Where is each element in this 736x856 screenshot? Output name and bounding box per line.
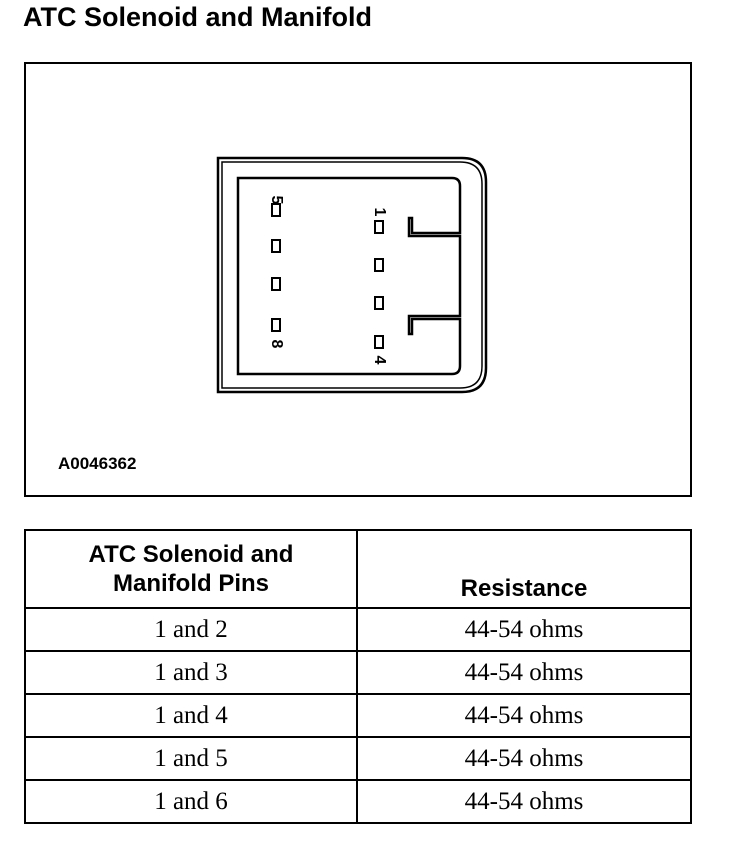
pin-label-1: 1 [371, 208, 388, 217]
cell-resistance: 44-54 ohms [356, 736, 692, 781]
cell-resistance: 44-54 ohms [356, 650, 692, 695]
pin-label-8: 8 [268, 340, 285, 349]
cell-pins: 1 and 6 [24, 779, 358, 824]
cell-resistance: 44-54 ohms [356, 607, 692, 652]
column-header-pins-text: ATC Solenoid and Manifold Pins [88, 541, 294, 597]
pin-row-left [271, 203, 281, 332]
column-header-pins: ATC Solenoid and Manifold Pins [24, 529, 358, 609]
table-row: 1 and 2 44-54 ohms [24, 607, 692, 652]
figure-id: A0046362 [58, 454, 137, 473]
pin-4 [374, 335, 384, 349]
connector-cavity-outline [236, 176, 462, 376]
cell-pins: 1 and 3 [24, 650, 358, 695]
pin-1 [374, 220, 384, 234]
connector-outer-inner-outline [221, 161, 483, 389]
pin-3 [374, 296, 384, 310]
cell-pins: 1 and 2 [24, 607, 358, 652]
pin-label-5: 5 [268, 196, 285, 205]
cell-pins: 1 and 4 [24, 693, 358, 738]
column-header-resistance-text: Resistance [460, 575, 588, 602]
pin-7 [271, 277, 281, 291]
cell-pins: 1 and 5 [24, 736, 358, 781]
column-header-resistance: Resistance [356, 529, 692, 609]
page-title: ATC Solenoid and Manifold [23, 2, 372, 32]
connector-outer-outline [216, 156, 488, 394]
table-row: 1 and 6 44-54 ohms [24, 779, 692, 824]
pin-8 [271, 318, 281, 332]
cell-resistance: 44-54 ohms [356, 779, 692, 824]
connector-figure: 5 8 1 4 A0046362 [24, 62, 692, 497]
table-row: 1 and 3 44-54 ohms [24, 650, 692, 695]
pin-label-4: 4 [371, 356, 388, 365]
resistance-table: ATC Solenoid and Manifold Pins Resistanc… [24, 529, 692, 824]
pin-5 [271, 203, 281, 217]
connector-diagram: 5 8 1 4 [216, 156, 488, 394]
table-row: 1 and 5 44-54 ohms [24, 736, 692, 781]
pin-row-right [374, 220, 384, 349]
cell-resistance: 44-54 ohms [356, 693, 692, 738]
pin-6 [271, 239, 281, 253]
table-header-row: ATC Solenoid and Manifold Pins Resistanc… [24, 529, 692, 609]
pin-2 [374, 258, 384, 272]
table-row: 1 and 4 44-54 ohms [24, 693, 692, 738]
